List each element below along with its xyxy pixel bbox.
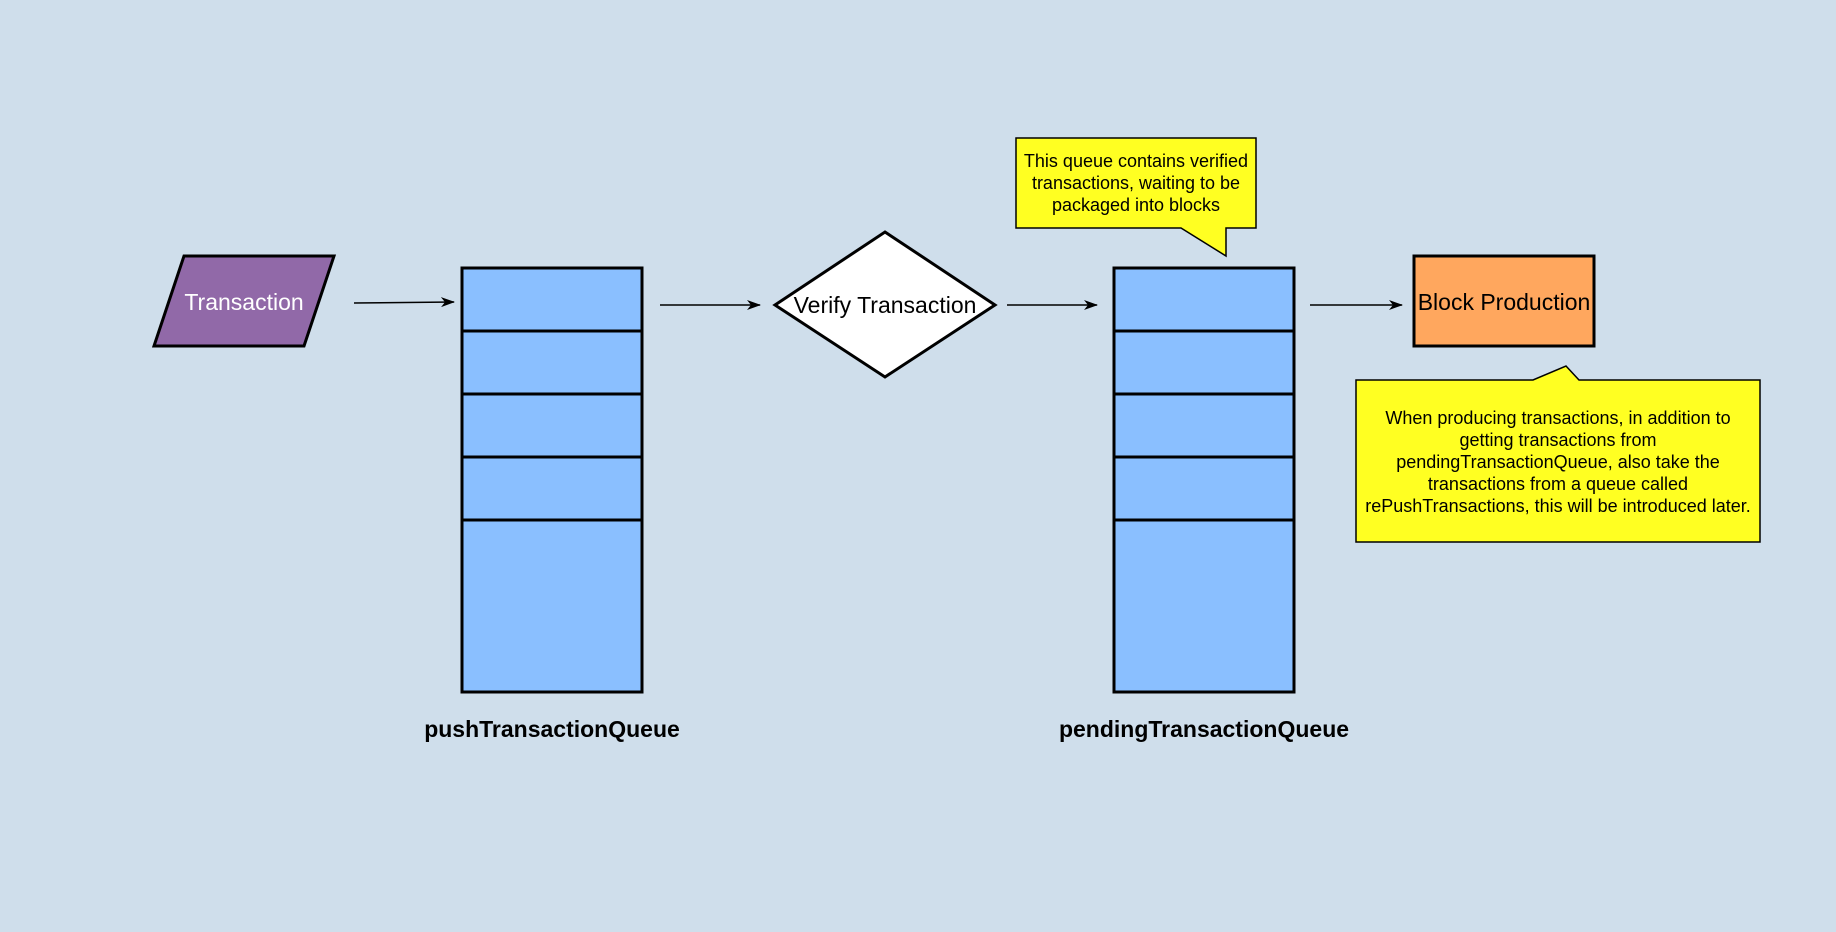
block-production-node: Block Production — [1412, 254, 1596, 348]
block-production-callout: When producing transactions, in addition… — [1356, 382, 1760, 542]
verify-label: Verify Transaction — [794, 292, 977, 318]
verify-diamond — [772, 230, 998, 379]
push-transaction-queue: pushTransactionQueue — [424, 266, 680, 742]
block-production-callout-shape — [1355, 365, 1761, 543]
transaction-label: Transaction — [184, 289, 303, 315]
push-queue-label: pushTransactionQueue — [424, 716, 680, 742]
pending-queue-callout-text: This queue contains verified transaction… — [1023, 151, 1249, 215]
pending-queue-label: pendingTransactionQueue — [1059, 716, 1349, 742]
pending-transaction-queue: pendingTransactionQueue — [1059, 266, 1349, 742]
block-production-callout-text: When producing transactions, in addition… — [1365, 408, 1751, 516]
transaction-shape — [151, 254, 337, 348]
pending-queue-callout: This queue contains verified transaction… — [1016, 138, 1256, 228]
pending-queue-callout-shape — [1015, 137, 1257, 258]
block-production-box — [1412, 254, 1596, 348]
arrow-transaction-to-push-queue — [353, 297, 455, 308]
push-queue-body — [460, 266, 644, 694]
verify-transaction-node: Verify Transaction — [772, 230, 998, 379]
block-production-label: Block Production — [1418, 289, 1591, 315]
transaction-node: Transaction — [151, 254, 337, 348]
pending-queue-body — [1112, 266, 1296, 694]
